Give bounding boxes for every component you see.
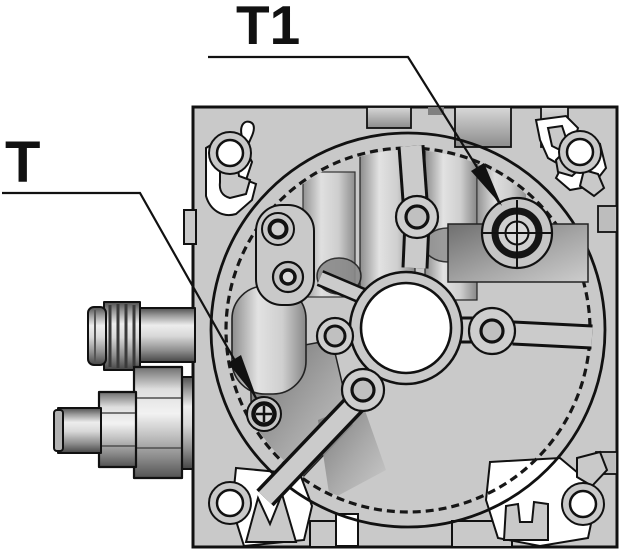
- right-edge-step: [597, 205, 618, 233]
- mounting-hole-top-right: [565, 137, 595, 167]
- fitting-collar: [97, 390, 138, 469]
- label-t1: T1: [236, 0, 300, 56]
- leader-line-t1: [208, 55, 501, 205]
- side-fittings: [53, 301, 196, 480]
- fitting-hex-nut: [132, 365, 184, 480]
- upper-fitting: [87, 301, 196, 371]
- mounting-holes: [208, 130, 605, 526]
- fitting-cap: [87, 306, 107, 366]
- lower-fitting: [53, 365, 194, 480]
- top-edge-seam: [428, 107, 444, 115]
- corner-cutout-bottom-left: [230, 466, 314, 548]
- bottom-edge-slot: [335, 513, 359, 547]
- valve-body: [183, 105, 619, 549]
- arrowhead-t1: [471, 163, 502, 206]
- left-edge-tab: [183, 209, 197, 245]
- port-t: [246, 396, 282, 432]
- fitting-body: [137, 307, 196, 363]
- bolt-bosses: [271, 194, 517, 413]
- bolt-hole-left: [323, 324, 347, 348]
- mounting-hole-bottom-left: [215, 488, 245, 518]
- label-t: T: [5, 130, 40, 195]
- mounting-hole-bottom-right: [568, 489, 598, 519]
- top-edge-notch: [366, 106, 412, 129]
- mounting-hole-top-left: [215, 138, 245, 168]
- fitting-stem: [57, 407, 102, 454]
- plug-port-upper-left: [261, 212, 295, 246]
- bolt-hole-right: [479, 318, 505, 344]
- leader-line-t: [2, 191, 257, 399]
- bolt-hole-lower-left: [350, 377, 376, 403]
- stem-tip: [53, 409, 64, 452]
- pilot-ring-outer: [209, 131, 607, 529]
- bolt-hole-top: [404, 204, 430, 230]
- arrowhead-t: [228, 355, 257, 399]
- port-t1: [480, 196, 554, 270]
- bolt-hole-small: [279, 268, 297, 286]
- knurl-ribs: [108, 304, 136, 368]
- center-bore: [359, 281, 453, 375]
- callouts: T1 T: [2, 0, 502, 399]
